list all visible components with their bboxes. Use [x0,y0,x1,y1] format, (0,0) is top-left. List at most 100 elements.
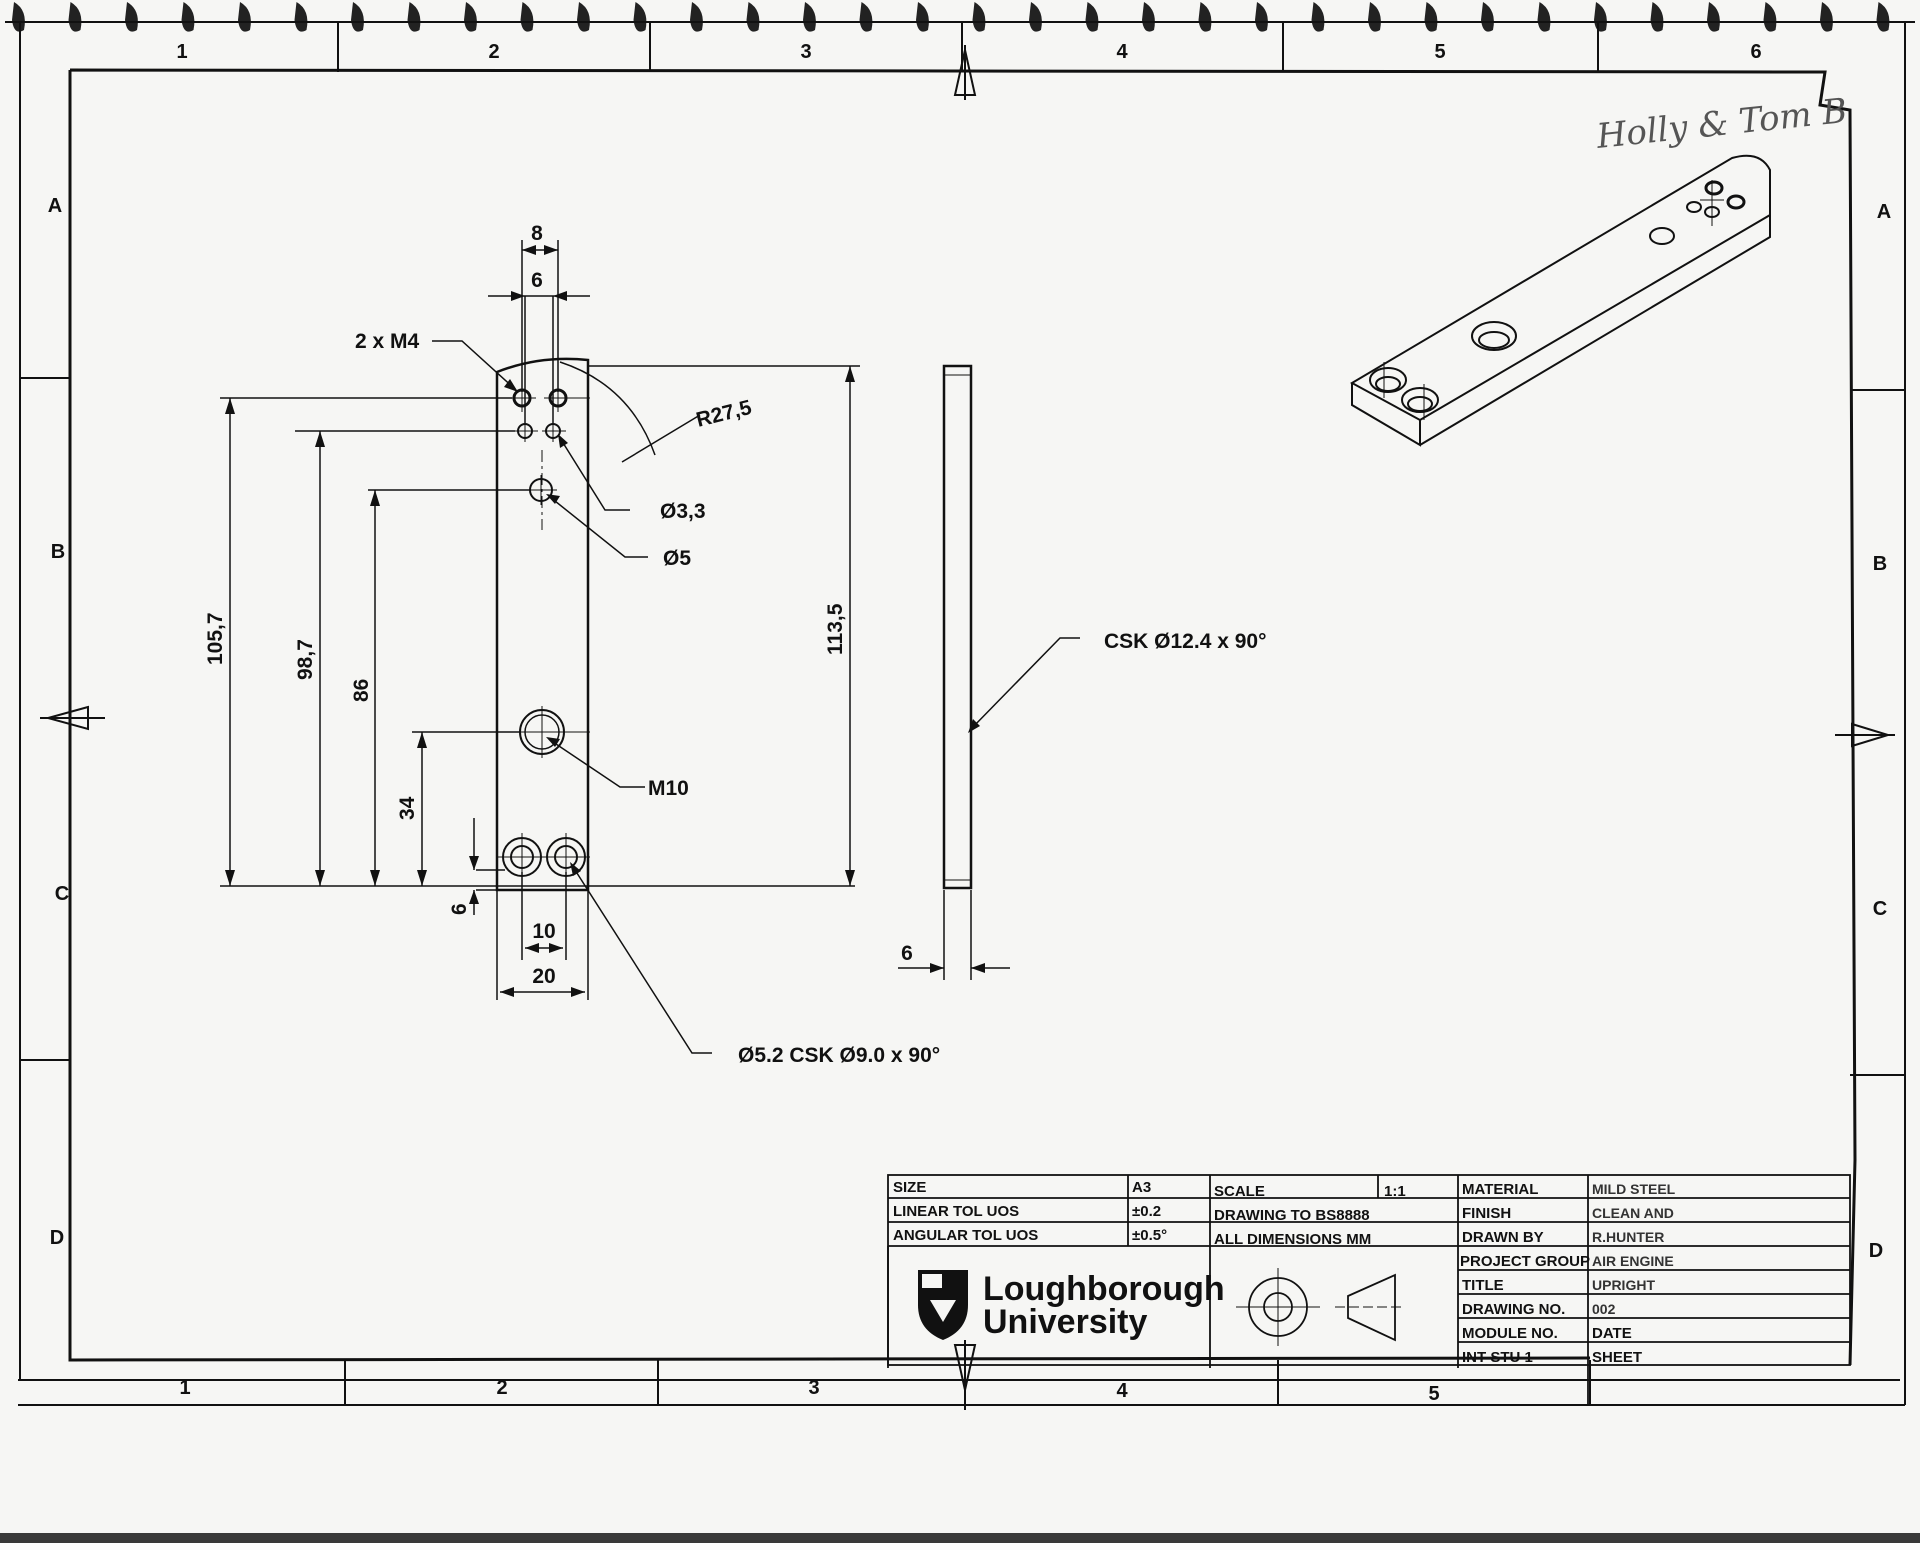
tb-drawn-by-value: R.HUNTER [1592,1229,1664,1245]
zone-top-2: 2 [488,41,499,63]
centre-marks [498,384,590,881]
spiral-ring [1368,2,1381,32]
tb-size-value: A3 [1132,1179,1151,1196]
callout-csk52: Ø5.2 CSK Ø9.0 x 90° [738,1044,940,1067]
zone-bottom-4: 4 [1116,1380,1128,1402]
centering-marks [40,45,1895,1410]
tb-scale-label: SCALE [1214,1183,1265,1200]
zone-right-a: A [1877,201,1891,223]
callout-m4: 2 x M4 [355,330,420,353]
tb-title-label: TITLE [1462,1277,1504,1294]
zone-bottom-1: 1 [179,1377,190,1399]
spiral-ring [577,2,590,32]
spiral-ring [125,2,138,32]
spiral-ring [633,2,647,32]
tb-drawn-by-label: DRAWN BY [1462,1229,1544,1246]
dim-86: 86 [350,679,373,702]
tb-title-value: UPRIGHT [1592,1277,1655,1293]
front-view-outline [495,357,590,892]
dim-113-5: 113,5 [824,603,847,655]
spiral-ring [1311,2,1325,32]
tb-drawing-no-label: DRAWING NO. [1462,1301,1565,1318]
zone-left-d: D [50,1227,64,1249]
spiral-ring [181,2,195,32]
spiral-ring [351,2,364,32]
tb-module-no-label: MODULE NO. [1462,1325,1558,1342]
spiral-ring [1424,2,1438,32]
spiral-ring [690,2,703,32]
tb-size-label: SIZE [893,1179,926,1196]
spiral-ring [407,2,421,32]
title-block [887,1174,1851,1405]
tb-int-stu-label: INT STU 1 [1462,1349,1533,1366]
iso-centre-lines [1383,180,1724,420]
tb-material-label: MATERIAL [1462,1181,1538,1198]
spiral-binding [12,2,1890,32]
spiral-ring [1481,2,1494,32]
side-view-outline [942,364,973,890]
tb-all-dims: ALL DIMENSIONS MM [1214,1231,1371,1248]
zone-bottom-3: 3 [808,1377,819,1399]
dim-98-7: 98,7 [294,639,317,680]
arrowheads [225,245,855,997]
zone-right-c: C [1873,898,1887,920]
dim-34: 34 [396,796,419,820]
iso-top-face [1349,154,1771,422]
iso-front-face [1351,383,1421,447]
callout-phi33: Ø3,3 [660,500,706,523]
tb-linear-tol-label: LINEAR TOL UOS [893,1203,1019,1220]
spiral-ring [1142,2,1155,32]
zone-top-6: 6 [1750,41,1761,63]
callout-phi5: Ø5 [663,547,691,570]
front-view-callout-text: 2 x M4 Ø3,3 Ø5 M10 Ø5.2 CSK Ø9.0 x 90° [355,330,940,1067]
tb-linear-tol-value: ±0.2 [1132,1203,1161,1220]
dim-10: 10 [532,920,555,943]
zone-left-a: A [48,195,62,217]
zone-left-c: C [55,883,69,905]
zone-top-3: 3 [800,41,811,63]
spiral-ring [1255,2,1268,32]
zone-labels: 1 2 3 4 5 6 1 2 3 4 5 A B C D A B C D [48,41,1891,1405]
spiral-ring [294,2,308,32]
dim-20: 20 [532,965,555,988]
side-dim-6: 6 [901,942,913,965]
spiral-ring [12,2,25,32]
tb-material-value: MILD STEEL [1592,1181,1676,1197]
tb-project-group-label: PROJECT GROUP [1460,1253,1590,1270]
callout-m10: M10 [648,777,689,800]
dim-8: 8 [531,222,543,245]
drawing-border [68,68,1857,1366]
zone-right-d: D [1869,1240,1883,1262]
shield-icon [918,1270,968,1340]
zone-right-b: B [1873,553,1887,575]
tb-scale-value: 1:1 [1384,1183,1406,1200]
title-block-text: SIZE A3 SCALE 1:1 LINEAR TOL UOS ±0.2 DR… [893,1179,1676,1366]
logo-line-2: University [983,1303,1147,1341]
zone-top-4: 4 [1116,41,1128,63]
dim-6-bottom: 6 [448,903,471,915]
iso-side-face [1419,215,1771,446]
dim-105-7: 105,7 [204,612,227,665]
spiral-ring [520,2,534,32]
projection-symbol-icon [1236,1268,1405,1346]
spiral-ring [803,2,816,32]
spiral-ring [238,2,251,32]
spiral-ring [1763,2,1777,32]
spiral-ring [464,2,477,32]
spiral-ring [1537,2,1551,32]
tb-sheet-label: SHEET [1592,1349,1642,1366]
tb-finish-value: CLEAN AND [1592,1205,1674,1221]
spiral-ring [1707,2,1720,32]
tb-project-group-value: AIR ENGINE [1592,1253,1674,1269]
spiral-ring [1820,2,1833,32]
zone-top-1: 1 [176,41,187,63]
tb-drawing-no-value: 002 [1592,1301,1616,1317]
tb-drawing-to: DRAWING TO BS8888 [1214,1207,1370,1224]
zone-left-b: B [51,541,65,563]
isometric-view [1349,154,1771,447]
front-view [495,357,590,892]
spiral-ring [972,2,986,32]
front-view-dimensions [220,240,860,1000]
callout-csk124: CSK Ø12.4 x 90° [1104,630,1266,653]
